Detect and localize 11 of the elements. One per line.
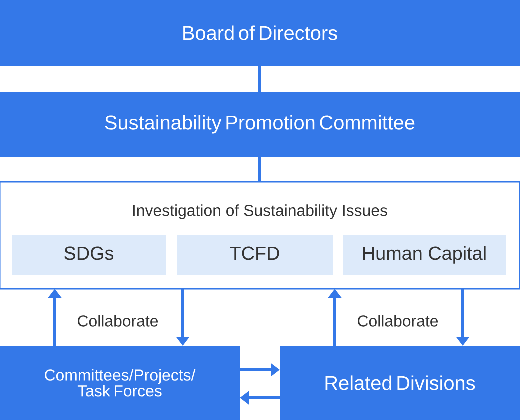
collaborate-label: Collaborate <box>358 315 438 327</box>
topic-box: SDGs <box>12 235 166 275</box>
topic-box: Human Capital <box>343 235 506 275</box>
org-box: Sustainability Promotion Committee <box>0 92 520 157</box>
connector-line <box>258 66 262 92</box>
org-box: Related Divisions <box>280 346 520 420</box>
org-box: Board of Directors <box>0 0 520 66</box>
topic-box: TCFD <box>177 235 333 275</box>
org-box: Committees/Projects/ Task Forces <box>0 346 240 420</box>
collaborate-label: Collaborate <box>78 315 158 327</box>
connector-line <box>258 157 262 182</box>
